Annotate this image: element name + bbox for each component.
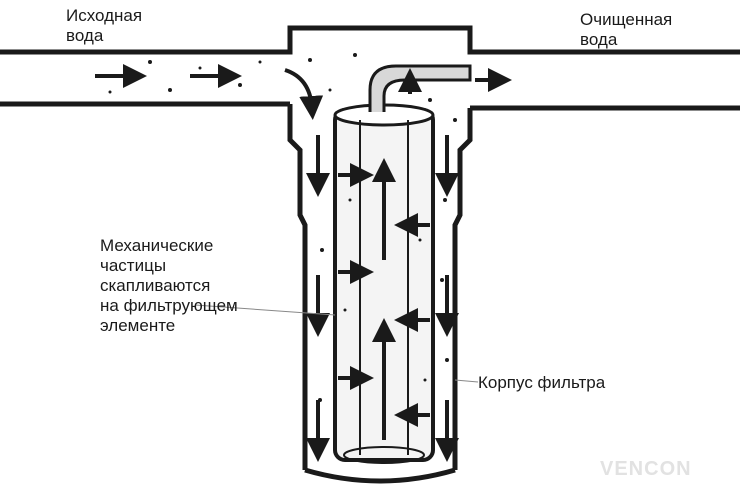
inlet-water-label: Исходная вода [66,6,143,45]
filter-housing-left [287,104,308,470]
filter-element-bottom [343,446,425,464]
particles-leader [194,304,336,316]
housing-label: Корпус фильтра [478,373,606,392]
outlet-water-label: Очищенная вода [580,10,673,49]
outlet-tube [368,64,472,112]
watermark-logo: VENCON [600,458,692,480]
housing-leader [454,379,479,383]
flow-arrows [95,64,512,462]
particles-label: Механические частицы скапливаются на фил… [100,236,238,335]
inlet-pipe [0,25,740,55]
pipe-fill [0,28,740,107]
filter-housing-right [452,108,473,470]
filter-housing-bottom [304,467,456,484]
